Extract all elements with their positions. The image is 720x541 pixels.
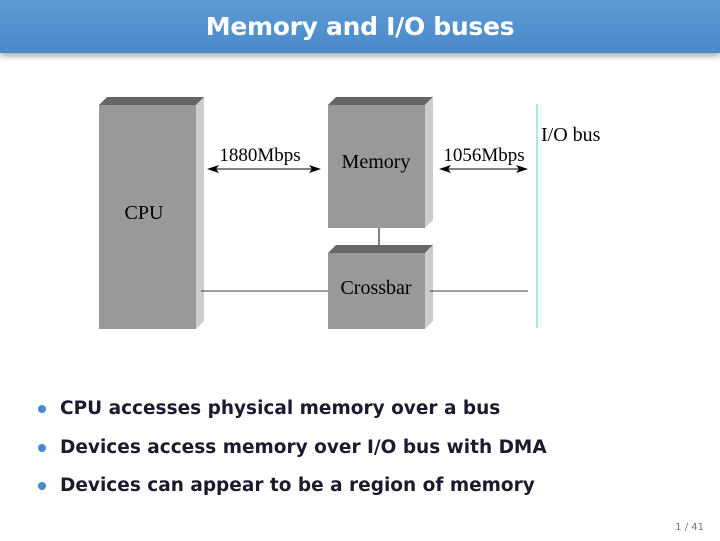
bullet-dot-icon [38, 482, 46, 490]
bullet-item: CPU accesses physical memory over a bus [38, 396, 547, 435]
slide-title: Memory and I/O buses [205, 12, 515, 41]
page-number: 1 / 41 [675, 522, 704, 533]
bullet-dot-icon [38, 405, 46, 413]
page-total: 41 [691, 522, 704, 533]
bullet-text: Devices can appear to be a region of mem… [60, 475, 535, 496]
memory-io-rate-label: 1056Mbps [443, 145, 524, 166]
cpu-label: CPU [125, 202, 164, 224]
bullet-item: Devices can appear to be a region of mem… [38, 473, 547, 512]
crossbar-box: Crossbar [328, 245, 433, 329]
cpu-memory-rate-label: 1880Mbps [219, 145, 300, 166]
memory-box: Memory [328, 97, 433, 228]
bullet-text: CPU accesses physical memory over a bus [60, 398, 501, 419]
page-separator: / [684, 522, 689, 533]
bullet-list: CPU accesses physical memory over a bus … [38, 396, 547, 512]
bullet-item: Devices access memory over I/O bus with … [38, 435, 547, 474]
bullet-text: Devices access memory over I/O bus with … [60, 436, 547, 458]
bullet-dot-icon [38, 443, 46, 452]
page-current: 1 [675, 522, 682, 533]
title-bar: Memory and I/O buses [0, 0, 720, 53]
memory-label: Memory [342, 151, 411, 173]
crossbar-label: Crossbar [340, 277, 411, 299]
io-bus-label: I/O bus [541, 124, 601, 146]
cpu-box: CPU [99, 97, 204, 329]
